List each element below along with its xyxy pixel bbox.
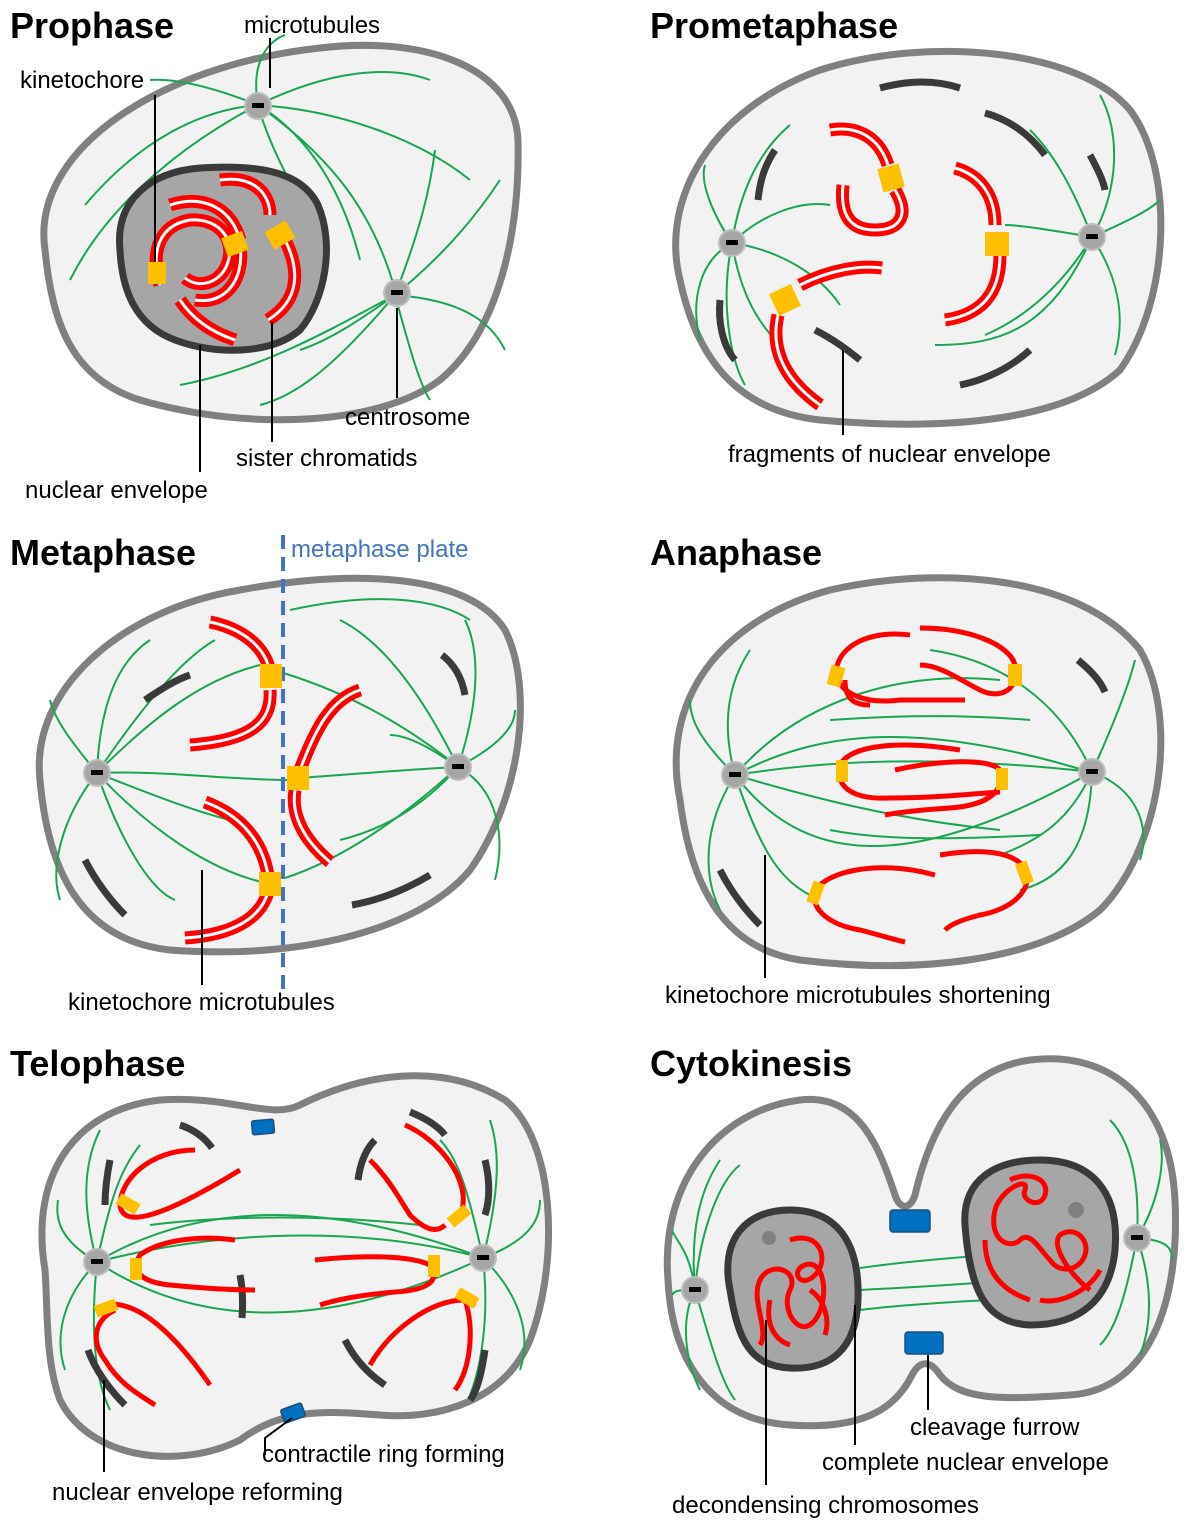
label-contractile-ring-forming: contractile ring forming (262, 1441, 505, 1468)
label-microtubules: microtubules (244, 12, 380, 39)
label-decondensing-chromosomes: decondensing chromosomes (672, 1492, 979, 1519)
telophase-panel: Telophase (10, 1043, 549, 1506)
cytokinesis-cleavage-ring-top (890, 1210, 930, 1232)
telophase-title: Telophase (10, 1043, 185, 1084)
cytokinesis-nucleolus-left (762, 1231, 776, 1245)
telophase-contractile-ring-top (251, 1119, 274, 1135)
cytokinesis-cleavage-ring-bottom (905, 1332, 943, 1354)
metaphase-panel: Metaphase (10, 532, 520, 1016)
label-nuclear-envelope-reforming: nuclear envelope reforming (52, 1479, 343, 1506)
label-kinetochore-microtubules: kinetochore microtubules (68, 989, 335, 1016)
label-kinetochore-microtubules-shortening: kinetochore microtubules shortening (665, 982, 1051, 1009)
cytokinesis-panel: Cytokinesis (650, 1043, 1176, 1519)
label-metaphase-plate: metaphase plate (291, 536, 468, 563)
cytokinesis-nucleolus-right (1068, 1202, 1084, 1218)
prometaphase-title: Prometaphase (650, 5, 898, 46)
anaphase-title: Anaphase (650, 532, 822, 573)
label-cleavage-furrow: cleavage furrow (910, 1414, 1080, 1441)
prophase-title: Prophase (10, 5, 174, 46)
cytokinesis-title: Cytokinesis (650, 1043, 852, 1084)
label-fragments-of-nuclear-envelope: fragments of nuclear envelope (728, 441, 1051, 468)
label-sister-chromatids: sister chromatids (236, 445, 417, 472)
label-centrosome: centrosome (345, 404, 470, 431)
anaphase-panel: Anaphase (650, 532, 1161, 1009)
label-kinetochore: kinetochore (20, 67, 144, 94)
prometaphase-panel: Prometaphase (650, 5, 1161, 468)
prophase-panel: Prophase (10, 5, 518, 504)
label-complete-nuclear-envelope: complete nuclear envelope (822, 1449, 1109, 1476)
metaphase-title: Metaphase (10, 532, 196, 573)
label-nuclear-envelope: nuclear envelope (25, 477, 208, 504)
